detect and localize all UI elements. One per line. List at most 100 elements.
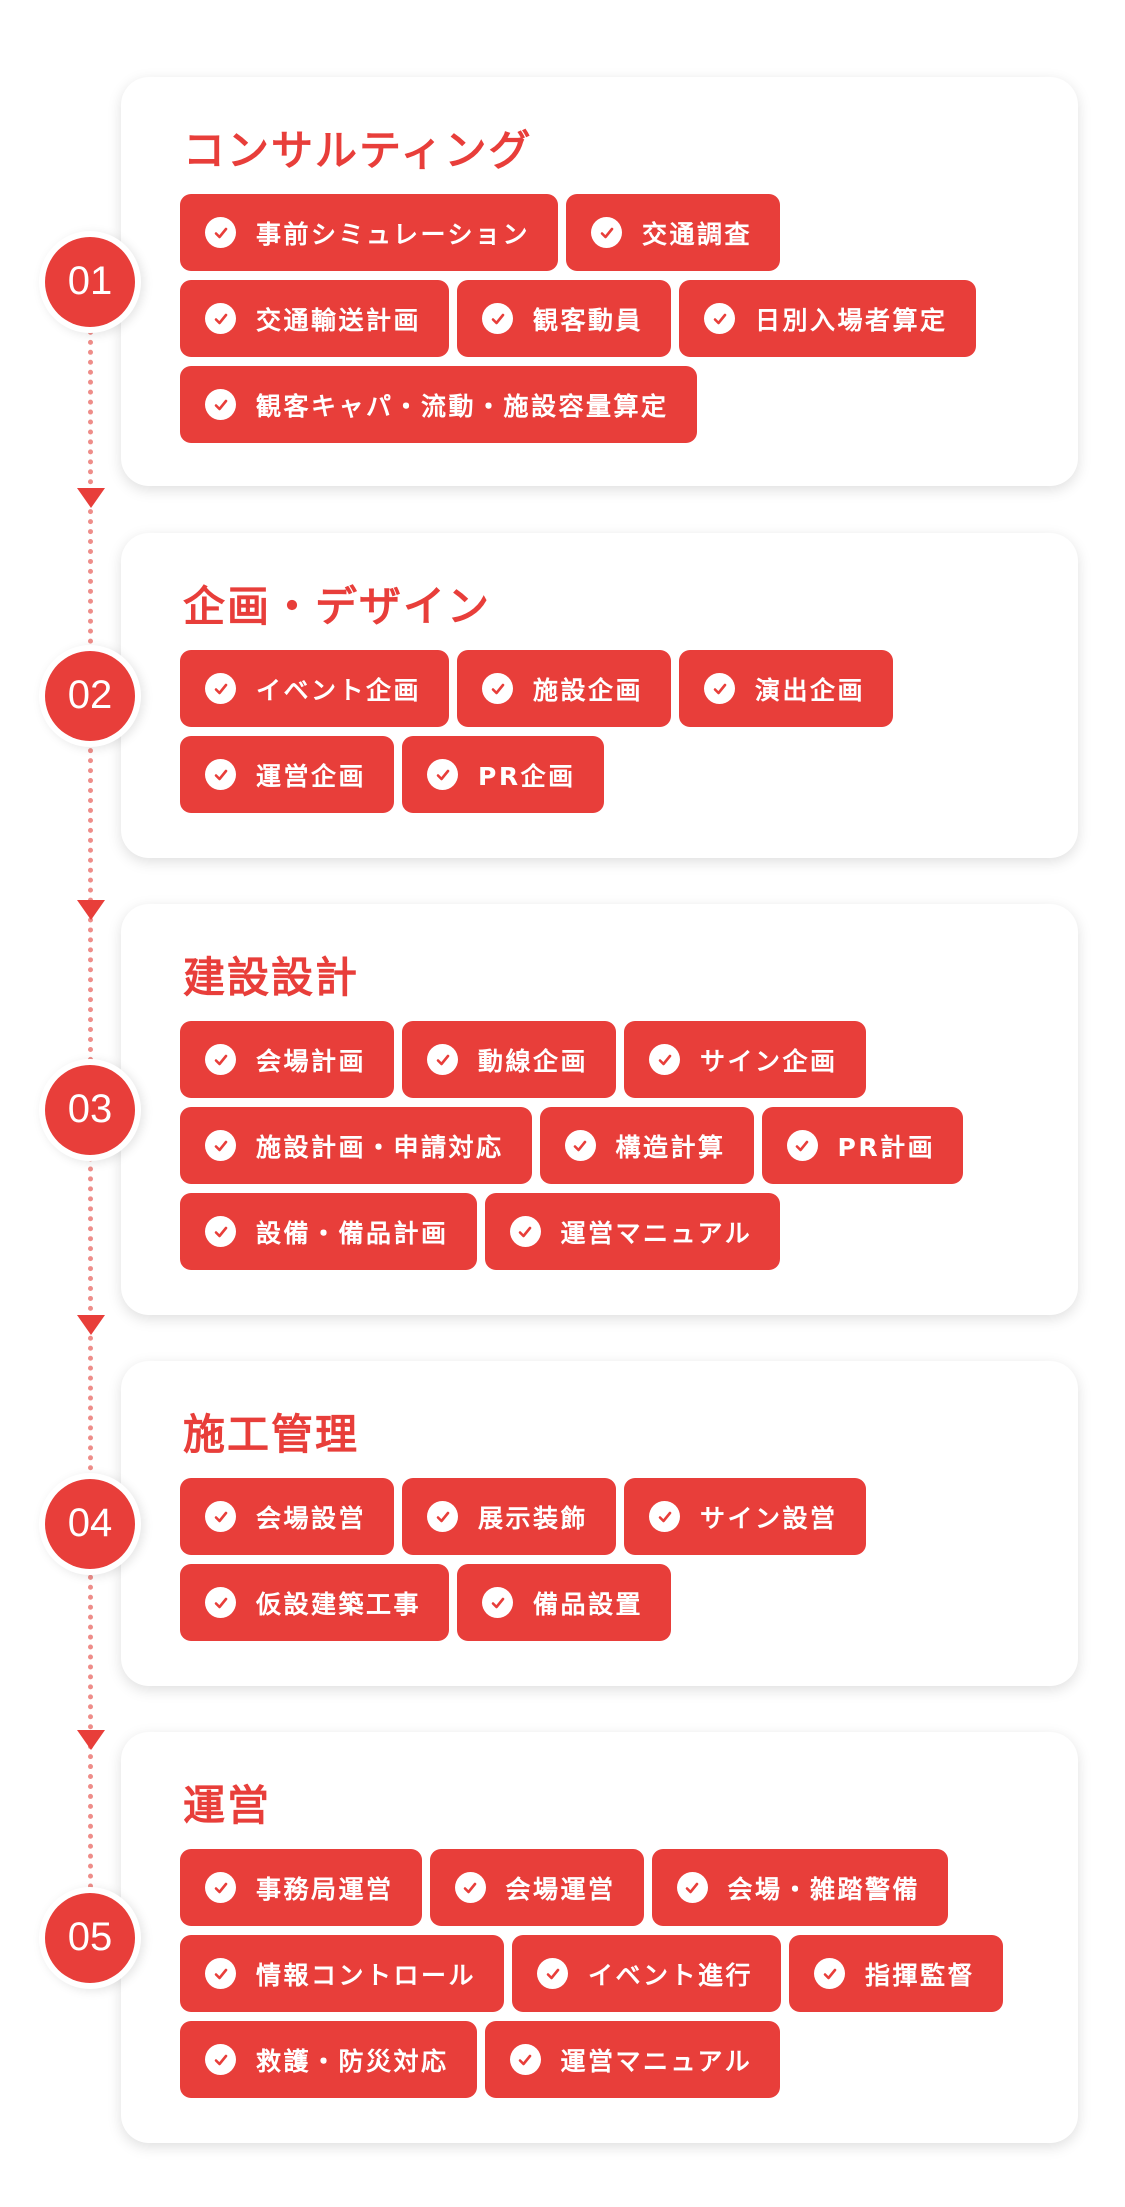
service-chip: PR企画 [402,736,604,813]
service-chip: イベント企画 [180,650,450,727]
service-chip: 施設企画 [457,650,672,727]
chip-label: 運営マニュアル [560,2046,753,2076]
chip-label: 展示装飾 [478,1503,589,1533]
chip-label: 救護・防災対応 [256,2046,449,2076]
check-circle-icon [454,1872,486,1903]
step-number-badge: 04 [45,1478,135,1569]
check-circle-icon [814,1958,846,1989]
chip-label: 会場・雑踏警備 [727,1874,921,1904]
chip-label: 施設計画・申請対応 [256,1132,504,1162]
check-circle-icon [205,1501,236,1532]
service-chips: イベント企画 施設企画 演出企画運営企画 PR企画 [180,650,894,813]
check-circle-icon [427,1501,459,1532]
chip-row: 交通輸送計画観客動員日別入場者算定 [180,280,976,357]
chip-row: 施設計画・申請対応 構造計算 PR計画 [180,1107,964,1184]
chip-label: 観客キャパ・流動・施設容量算定 [256,391,669,421]
check-circle-icon [482,303,514,334]
check-circle-icon [427,759,459,790]
service-chip: PR計画 [761,1107,964,1184]
chip-label: 備品設置 [533,1589,644,1619]
service-chip: 情報コントロール [180,1935,505,2012]
check-circle-icon [205,303,236,334]
service-chip: 運営マニュアル [484,2021,781,2098]
check-circle-icon [509,2044,541,2075]
check-circle-icon [564,1130,596,1161]
chip-label: 指揮監督 [865,1960,976,1990]
service-chip: サイン企画 [624,1021,866,1098]
service-chip: サイン設営 [624,1478,866,1555]
service-chips: 会場計画 動線企画 サイン企画施設計画・申請対応 構造計算 PR計画設備・備品計画 運営マ… [180,1021,964,1270]
chip-row: イベント企画 施設企画 演出企画 [180,650,894,727]
check-circle-icon [649,1044,681,1075]
chip-label: 交通調査 [642,219,753,249]
step-title: 企画・デザイン [183,582,492,631]
chip-label: 動線企画 [478,1046,589,1076]
chip-row: 仮設建築工事 備品設置 [180,1564,866,1641]
service-chip: 展示装飾 [402,1478,617,1555]
chip-label: イベント進行 [588,1960,754,1990]
chip-row: 事務局運営 会場運営 会場・雑踏警備 [180,1849,1003,1926]
chip-row: 救護・防災対応 運営マニュアル [180,2021,1003,2098]
service-chip: 救護・防災対応 [180,2021,477,2098]
check-circle-icon [205,2044,236,2075]
chip-row: 会場計画 動線企画 サイン企画 [180,1021,963,1098]
check-circle-icon [205,1044,236,1075]
service-chip: 会場運営 [429,1849,644,1926]
chip-label: 施設企画 [533,675,644,705]
chip-label: 設備・備品計画 [256,1218,449,1248]
check-circle-icon [649,1501,681,1532]
check-circle-icon [205,759,236,790]
check-circle-icon [205,389,236,420]
check-circle-icon [205,1587,236,1618]
chip-label: イベント企画 [256,675,422,705]
chip-label: 会場運営 [505,1874,616,1904]
step-title: 施工管理 [183,1410,360,1459]
service-chip: 動線企画 [402,1021,617,1098]
arrow-down-icon [77,900,105,920]
check-circle-icon [704,673,736,704]
check-circle-icon [786,1130,818,1161]
arrow-down-icon [77,488,105,508]
service-chip: イベント進行 [512,1935,782,2012]
chip-row: 設備・備品計画 運営マニュアル [180,1193,963,1270]
chip-label: 情報コントロール [256,1960,477,1990]
service-chip: 観客動員 [457,280,672,357]
chip-label: 運営マニュアル [560,1218,753,1248]
chip-row: 会場設営 展示装飾 サイン設営 [180,1478,866,1555]
chip-label: 観客動員 [533,305,644,335]
service-chip: 運営マニュアル [484,1193,781,1270]
check-circle-icon [537,1958,569,1989]
chip-label: 事務局運営 [256,1874,394,1904]
chip-row: 観客キャパ・流動・施設容量算定 [180,366,976,443]
step-number-badge: 03 [45,1064,135,1155]
chip-label: PR計画 [837,1132,936,1162]
check-circle-icon [205,1216,236,1247]
chip-label: サイン設営 [700,1503,838,1533]
chip-label: 会場計画 [256,1046,367,1076]
service-chip: 施設計画・申請対応 [180,1107,532,1184]
service-chip: 設備・備品計画 [180,1193,477,1270]
chip-label: 会場設営 [256,1503,367,1533]
step-title: コンサルティング [183,126,533,175]
chip-row: 情報コントロール イベント進行 指揮監督 [180,1935,1004,2012]
arrow-down-icon [77,1730,105,1750]
chip-label: 日別入場者算定 [755,305,948,335]
service-chip: 運営企画 [180,736,395,813]
service-chip: 構造計算 [539,1107,754,1184]
service-chip: 会場計画 [180,1021,395,1098]
check-circle-icon [704,303,736,334]
chip-label: 演出企画 [755,675,866,705]
service-chip: 日別入場者算定 [679,280,976,357]
service-chip: 交通調査 [566,194,781,271]
service-chip: 観客キャパ・流動・施設容量算定 [180,366,697,443]
chip-label: 仮設建築工事 [256,1589,422,1619]
chip-label: 運営企画 [256,761,367,791]
service-chips: 事務局運営 会場運営 会場・雑踏警備情報コントロール イベント進行 指揮監督救護・防災対… [180,1849,1004,2098]
chip-label: 事前シミュレーション [256,219,531,249]
check-circle-icon [509,1216,541,1247]
check-circle-icon [205,673,236,704]
service-chip: 備品設置 [457,1564,672,1641]
